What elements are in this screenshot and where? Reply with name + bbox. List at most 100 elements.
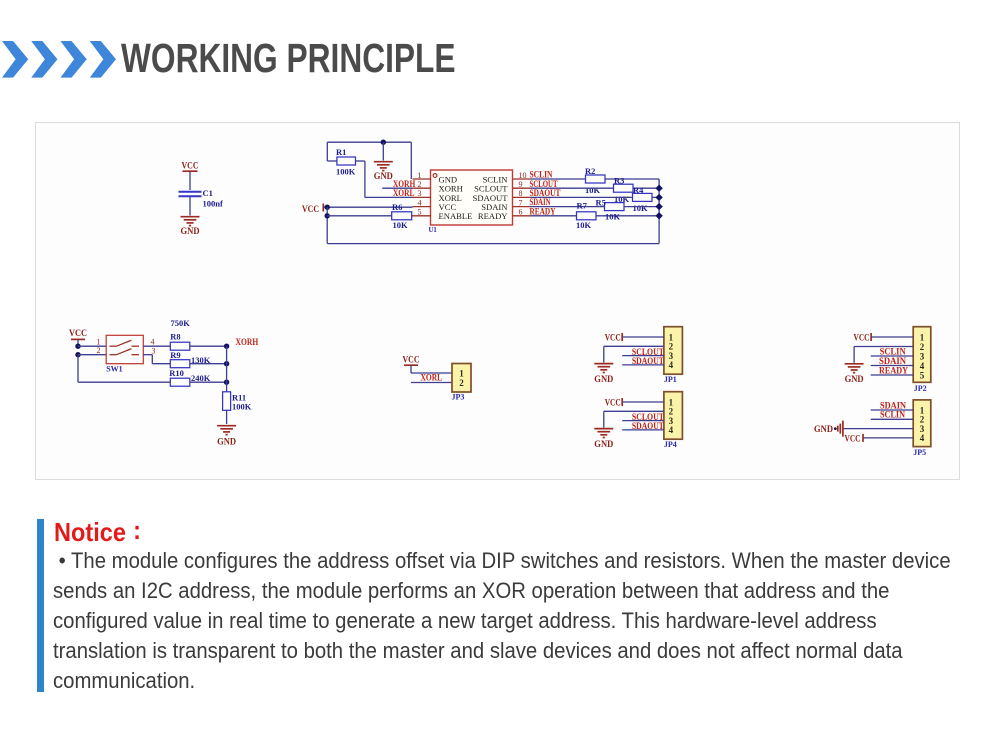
svg-text:3: 3 bbox=[919, 424, 924, 434]
svg-text:VCC: VCC bbox=[604, 397, 620, 407]
svg-text:4: 4 bbox=[668, 360, 673, 370]
svg-text:C1: C1 bbox=[202, 188, 212, 198]
svg-text:R5: R5 bbox=[595, 197, 605, 207]
svg-text:10K: 10K bbox=[392, 220, 408, 230]
svg-text:10K: 10K bbox=[605, 212, 621, 222]
svg-text:6: 6 bbox=[518, 208, 522, 217]
svg-text:2: 2 bbox=[459, 378, 464, 388]
svg-text:SCLIN: SCLIN bbox=[529, 170, 552, 180]
svg-text:SDAOUT: SDAOUT bbox=[529, 188, 560, 198]
svg-text:2: 2 bbox=[417, 180, 421, 189]
svg-text:3: 3 bbox=[919, 351, 924, 361]
svg-text:3: 3 bbox=[668, 416, 673, 426]
svg-text:GND: GND bbox=[217, 437, 236, 447]
svg-text:9: 9 bbox=[518, 180, 522, 189]
svg-text:R4: R4 bbox=[633, 185, 644, 195]
svg-text:R1: R1 bbox=[336, 147, 346, 157]
svg-text:3: 3 bbox=[668, 351, 673, 361]
svg-text:100K: 100K bbox=[336, 167, 356, 177]
svg-text:SCLOUT: SCLOUT bbox=[631, 347, 663, 357]
svg-text:2: 2 bbox=[96, 346, 100, 355]
svg-text:VCC: VCC bbox=[438, 202, 456, 212]
svg-text:U1: U1 bbox=[428, 227, 437, 234]
svg-text:XORL: XORL bbox=[438, 193, 461, 203]
svg-text:SCLOUT: SCLOUT bbox=[474, 184, 508, 194]
svg-text:3: 3 bbox=[151, 346, 155, 355]
svg-text:4: 4 bbox=[668, 425, 673, 435]
svg-text:5: 5 bbox=[919, 370, 924, 380]
svg-text:R8: R8 bbox=[170, 332, 180, 342]
svg-text:R9: R9 bbox=[170, 350, 180, 360]
svg-text:ENABLE: ENABLE bbox=[438, 211, 472, 221]
svg-text:2: 2 bbox=[668, 407, 673, 417]
svg-text:100nf: 100nf bbox=[202, 199, 222, 209]
svg-text:4: 4 bbox=[919, 361, 924, 371]
svg-text:GND: GND bbox=[594, 374, 613, 384]
svg-text:750K: 750K bbox=[170, 318, 190, 328]
svg-text:GND: GND bbox=[594, 439, 613, 449]
svg-text:R10: R10 bbox=[169, 368, 184, 378]
svg-text:JP1: JP1 bbox=[663, 375, 676, 384]
svg-text:SW1: SW1 bbox=[106, 365, 122, 374]
svg-text:1: 1 bbox=[417, 171, 421, 180]
svg-text:7: 7 bbox=[518, 198, 522, 207]
svg-text:READY: READY bbox=[879, 365, 908, 375]
svg-text:XORH: XORH bbox=[235, 337, 258, 347]
svg-text:4: 4 bbox=[150, 338, 154, 347]
svg-text:10K: 10K bbox=[576, 220, 592, 230]
svg-text:R2: R2 bbox=[585, 166, 595, 176]
svg-text:10K: 10K bbox=[632, 203, 648, 213]
svg-text:JP2: JP2 bbox=[913, 384, 926, 393]
svg-text:SCLOUT: SCLOUT bbox=[631, 412, 663, 422]
svg-text:SDAOUT: SDAOUT bbox=[472, 193, 508, 203]
svg-text:10K: 10K bbox=[585, 185, 601, 195]
svg-text:1: 1 bbox=[668, 397, 673, 407]
svg-text:3: 3 bbox=[417, 189, 421, 198]
svg-text:VCC: VCC bbox=[69, 328, 87, 338]
svg-text:240K: 240K bbox=[191, 373, 211, 383]
svg-text:R11: R11 bbox=[232, 393, 246, 403]
svg-text:4: 4 bbox=[417, 198, 421, 207]
svg-text:GND: GND bbox=[814, 424, 833, 434]
svg-text:SCLIN: SCLIN bbox=[880, 410, 905, 420]
svg-text:VCC: VCC bbox=[302, 204, 319, 214]
svg-text:JP4: JP4 bbox=[663, 440, 676, 449]
svg-text:R3: R3 bbox=[614, 176, 624, 186]
svg-text:SCLIN: SCLIN bbox=[879, 346, 905, 356]
svg-text:SDAIN: SDAIN bbox=[481, 202, 508, 212]
svg-text:VCC: VCC bbox=[402, 355, 419, 365]
svg-text:SDAOUT: SDAOUT bbox=[631, 356, 663, 366]
svg-text:VCC: VCC bbox=[604, 332, 620, 342]
svg-text:JP5: JP5 bbox=[913, 448, 926, 457]
svg-text:SDAIN: SDAIN bbox=[879, 356, 906, 366]
svg-text:SDAIN: SDAIN bbox=[880, 400, 906, 410]
svg-text:100K: 100K bbox=[232, 402, 252, 412]
svg-text:8: 8 bbox=[518, 189, 522, 198]
svg-text:GND: GND bbox=[438, 174, 457, 184]
svg-text:1: 1 bbox=[668, 332, 673, 342]
svg-text:GND: GND bbox=[180, 226, 199, 236]
svg-text:XORH: XORH bbox=[392, 179, 414, 189]
svg-text:2: 2 bbox=[919, 415, 924, 425]
svg-text:SDAOUT: SDAOUT bbox=[631, 421, 663, 431]
svg-text:SCLOUT: SCLOUT bbox=[529, 179, 557, 189]
svg-text:130K: 130K bbox=[191, 355, 211, 365]
svg-text:SCLIN: SCLIN bbox=[482, 174, 508, 184]
svg-text:10: 10 bbox=[518, 171, 526, 180]
svg-text:1: 1 bbox=[919, 405, 924, 415]
svg-text:1: 1 bbox=[96, 338, 100, 347]
svg-text:2: 2 bbox=[668, 342, 673, 352]
svg-text:5: 5 bbox=[417, 208, 421, 217]
svg-text:VCC: VCC bbox=[181, 161, 198, 171]
svg-text:READY: READY bbox=[529, 206, 555, 216]
svg-text:SDAIN: SDAIN bbox=[529, 197, 550, 207]
svg-text:XORH: XORH bbox=[438, 184, 462, 194]
svg-text:R7: R7 bbox=[576, 201, 587, 211]
svg-text:XORL: XORL bbox=[392, 188, 414, 198]
svg-text:4: 4 bbox=[919, 433, 924, 443]
svg-text:1: 1 bbox=[919, 332, 924, 342]
svg-text:1: 1 bbox=[459, 369, 464, 379]
svg-text:10K: 10K bbox=[614, 194, 630, 204]
svg-text:JP3: JP3 bbox=[451, 393, 464, 402]
svg-text:VCC: VCC bbox=[853, 332, 869, 342]
